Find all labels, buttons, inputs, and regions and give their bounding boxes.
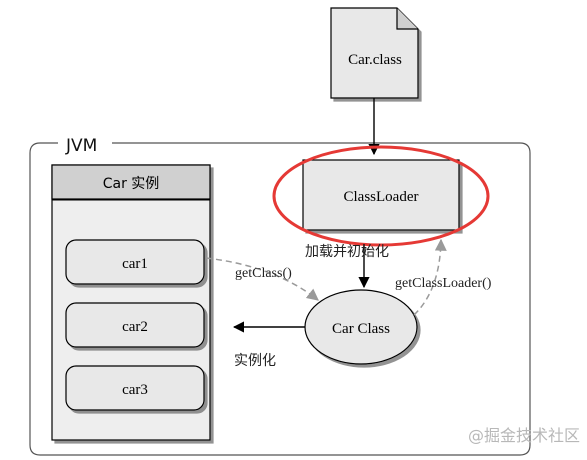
highlight-ring — [272, 145, 490, 247]
instance-node-car1 — [65, 239, 205, 285]
instance-label-car3: car3 — [122, 382, 148, 398]
instance-panel-title: Car 实例 — [103, 176, 160, 192]
instance-node-car2 — [65, 302, 205, 348]
classloader-node — [302, 159, 460, 231]
instance-label-car2: car2 — [122, 319, 148, 335]
jvm-label: JVM — [65, 136, 97, 156]
car-class-file-node — [330, 7, 419, 99]
instance-node-car3 — [65, 365, 205, 411]
car-class-label: Car Class — [332, 321, 390, 337]
edge-label-load-init: 加载并初始化 — [305, 243, 389, 260]
classloader-label: ClassLoader — [344, 189, 419, 205]
car-class-file-label: Car.class — [348, 52, 402, 68]
edge-label-getclass: getClass() — [235, 266, 292, 281]
watermark: @掘金技术社区 — [468, 426, 580, 445]
edge-label-getclassloader: getClassLoader() — [395, 276, 492, 291]
edge-getclassloader — [413, 238, 447, 316]
edge-getclass — [205, 257, 319, 301]
jvm-container: JVM — [29, 136, 531, 456]
instance-label-car1: car1 — [122, 256, 148, 272]
edge-label-instantiate: 实例化 — [234, 353, 276, 369]
